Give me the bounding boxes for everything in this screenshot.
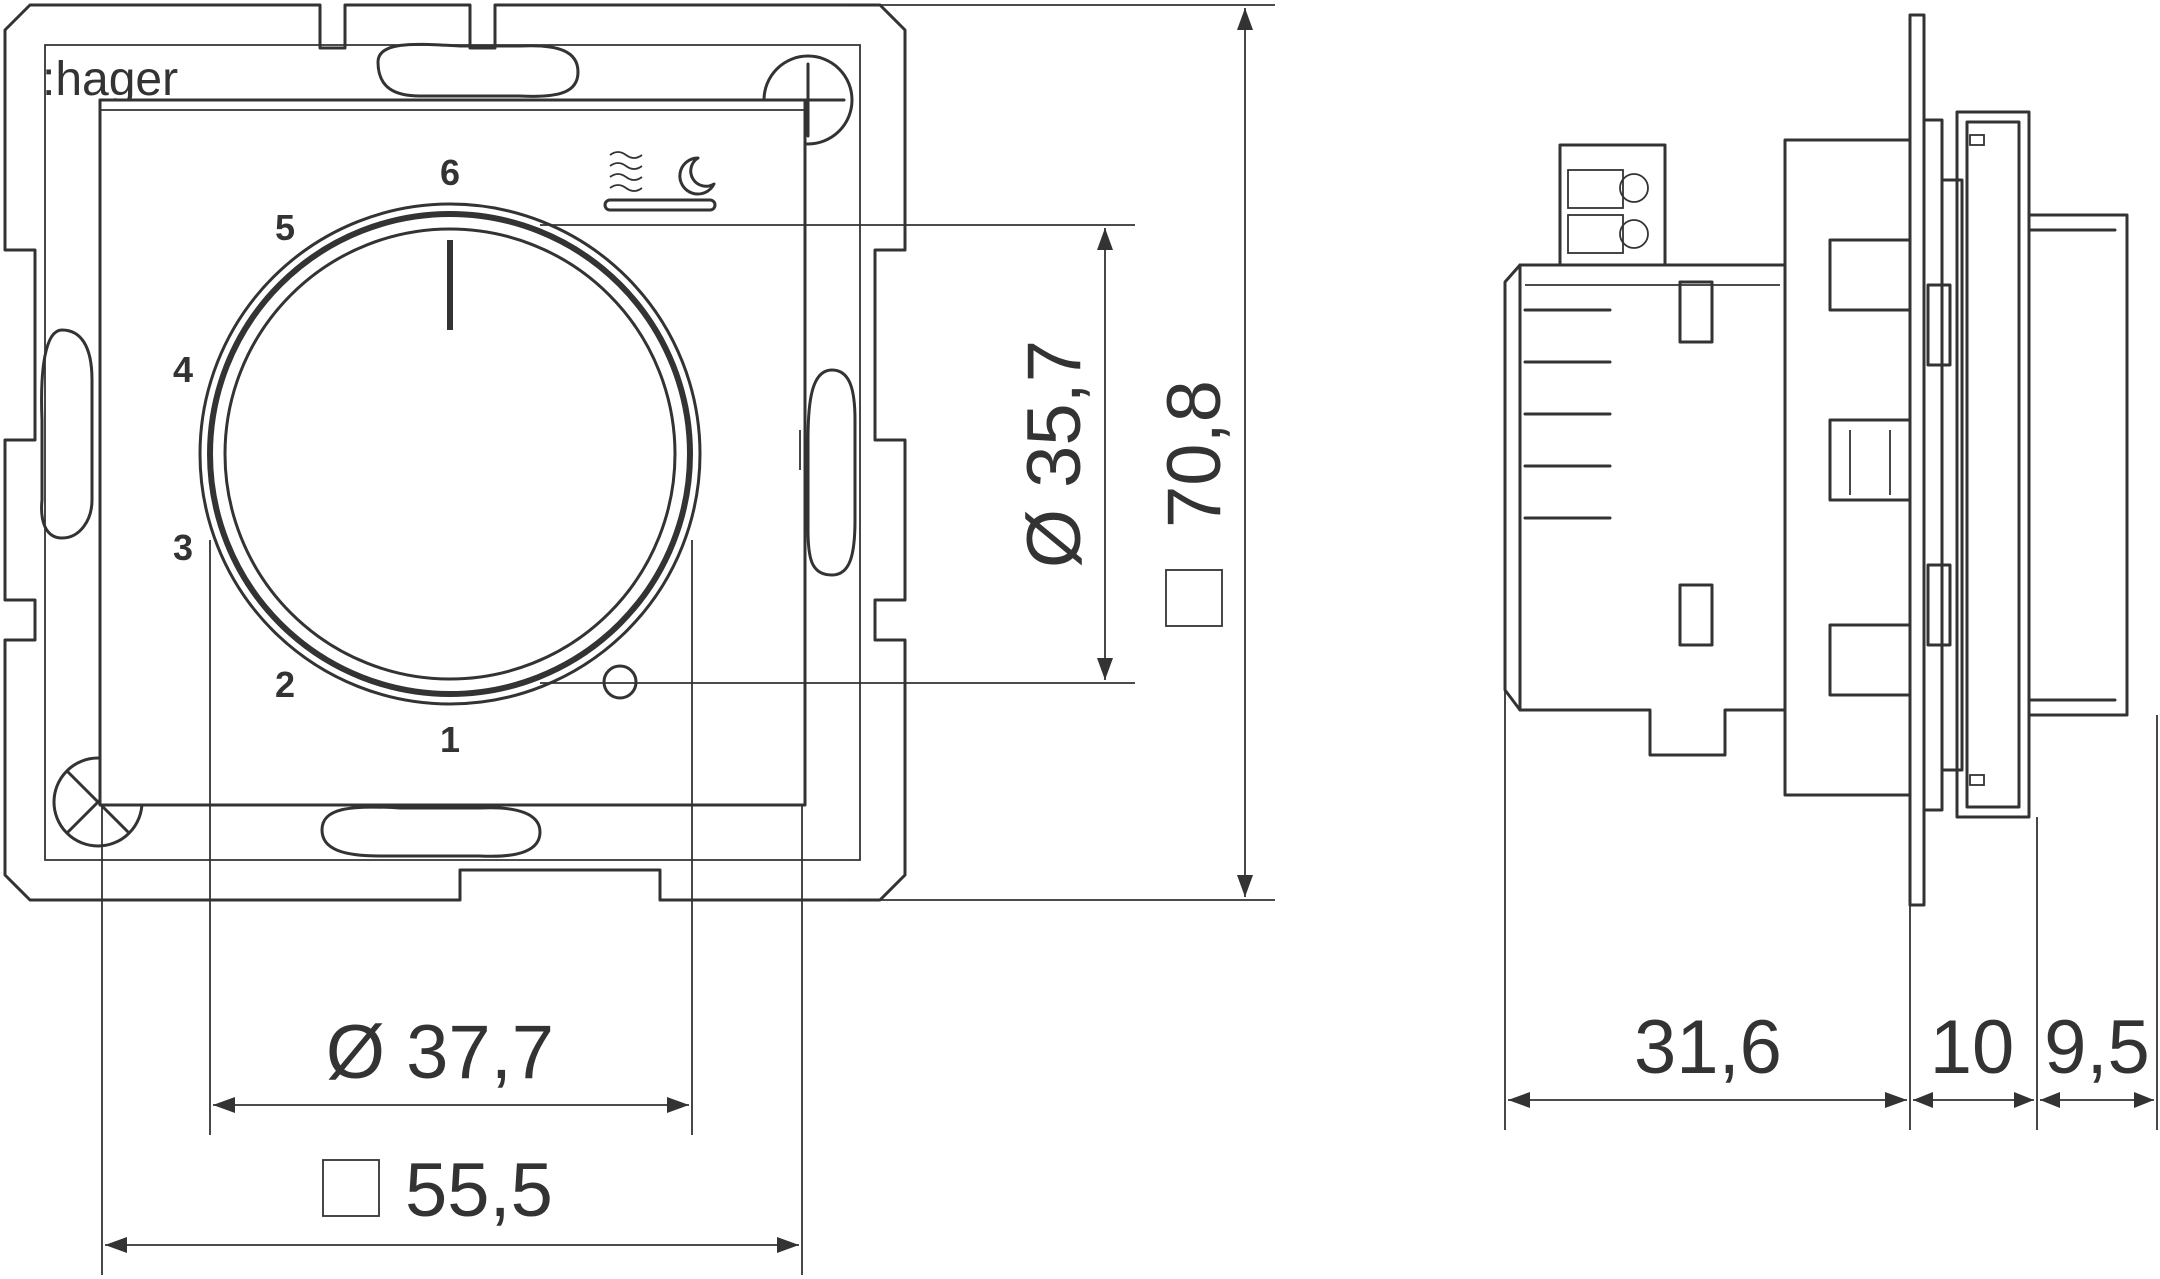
left-slot [40, 328, 94, 540]
mid-housing [1783, 138, 1912, 797]
dial-mark-6: 6 [440, 152, 460, 193]
bottom-slot [320, 805, 542, 858]
front-view: :hager 6 5 4 3 2 1 [3, 3, 907, 902]
off-position-icon [602, 664, 638, 700]
side-view [1503, 13, 2129, 907]
dimension-ring-diameter: Ø 37,7 [326, 1010, 554, 1095]
night-mode-icon [678, 156, 716, 196]
square-size-icon [1165, 569, 1223, 627]
dimension-knob-depth: 9,5 [2044, 1005, 2150, 1090]
right-slot [806, 368, 857, 577]
dial-mark-1: 1 [440, 719, 460, 760]
inner-frame [44, 44, 861, 861]
knob-side [2027, 213, 2129, 717]
cooling-fins [1523, 308, 1612, 520]
brand-logo: :hager [42, 53, 178, 106]
outer-frame [3, 3, 907, 902]
knob-outer-ring [198, 202, 702, 706]
dial-mark-3: 3 [173, 527, 193, 568]
dimension-knob-diameter: Ø 35,7 [1012, 340, 1097, 568]
knob-ring [207, 211, 693, 697]
heating-mode-icon [609, 151, 643, 192]
dial-mark-2: 2 [275, 664, 295, 705]
knob [223, 227, 677, 681]
dimension-body-depth: 31,6 [1634, 1005, 1782, 1090]
dimension-lines-front: Ø 35,7 70,8 Ø 37,7 55,5 [101, 4, 1275, 1275]
dimension-frame-depth: 10 [1930, 1005, 2015, 1090]
mounting-plate [1908, 13, 1926, 907]
dial-mark-4: 4 [173, 349, 193, 390]
dial-mark-5: 5 [275, 207, 295, 248]
top-slot [376, 42, 580, 98]
dimension-lines-side: 31,6 10 9,5 [1504, 690, 2158, 1130]
dimension-plate-size: 55,5 [405, 1148, 553, 1233]
square-size-icon [322, 1159, 380, 1217]
terminal-block [1558, 143, 1667, 267]
rear-housing [1518, 263, 1787, 757]
mode-bar [603, 198, 717, 212]
dimension-frame-size: 70,8 [1152, 380, 1237, 528]
